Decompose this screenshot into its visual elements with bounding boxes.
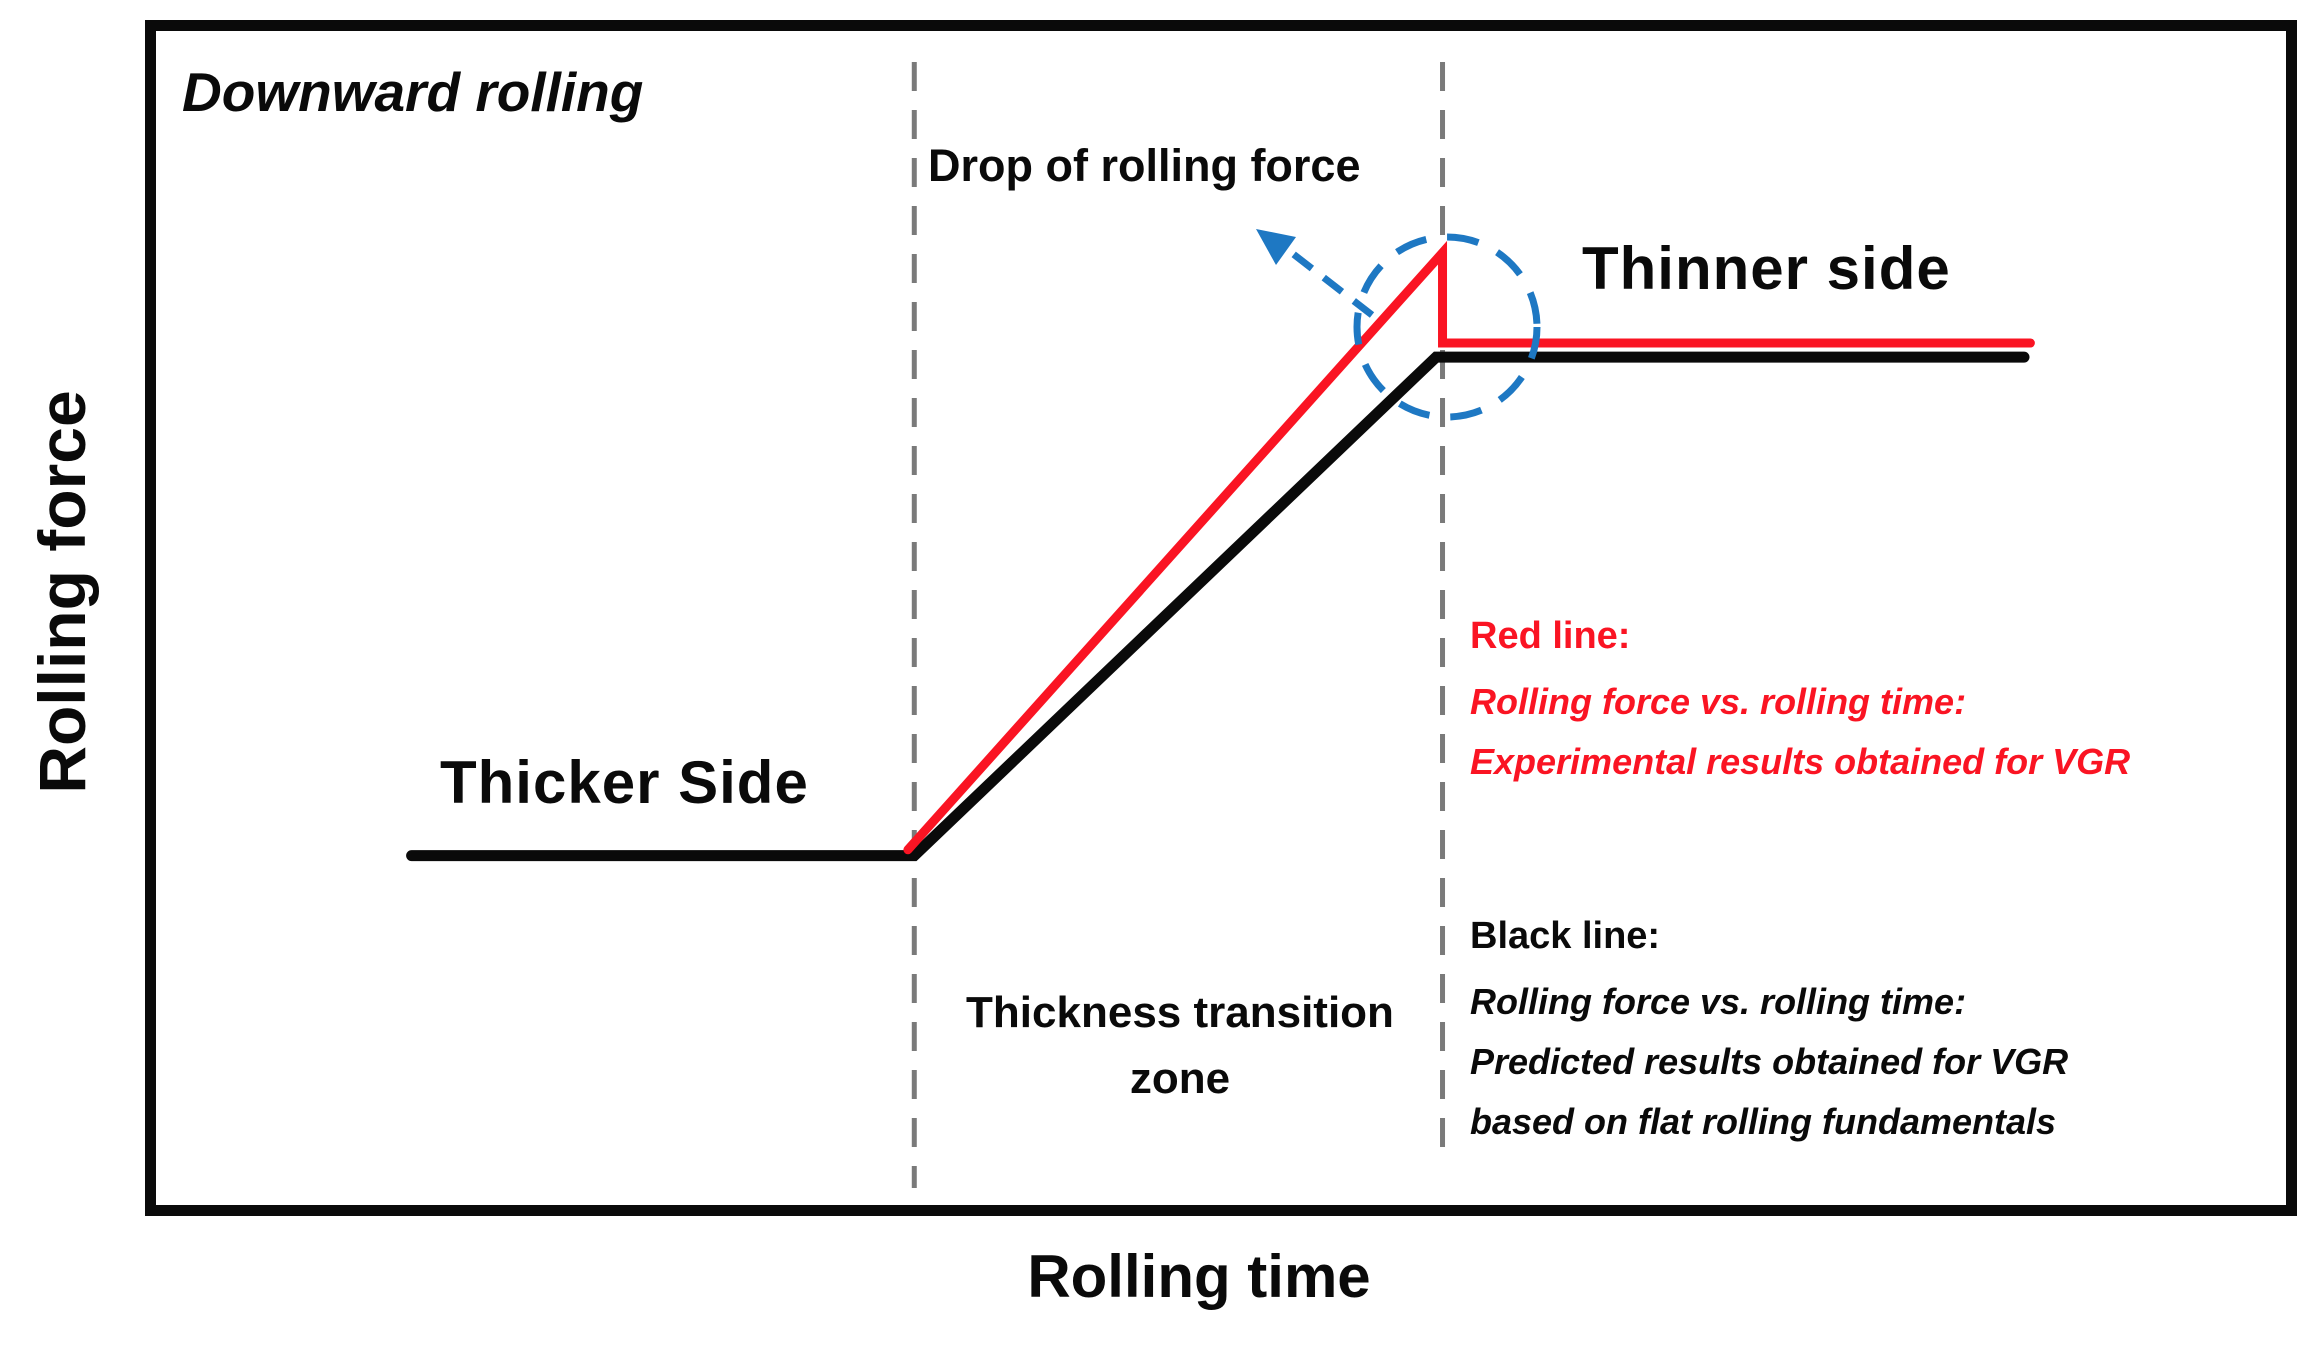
legend-red-line: Red line: Rolling force vs. rolling time… <box>1470 608 2130 792</box>
thickness-transition-zone-label: Thickness transition zone <box>915 980 1445 1112</box>
legend-black-line1: Rolling force vs. rolling time: <box>1470 981 1967 1022</box>
drop-annotation-arrow <box>1285 247 1375 318</box>
plot-border <box>145 20 2297 1216</box>
thickness-transition-zone-line2: zone <box>1129 1054 1231 1103</box>
red-line <box>903 240 2035 855</box>
legend-black-title: Black line: <box>1470 915 1661 957</box>
legend-red-line1: Rolling force vs. rolling time: <box>1470 681 1967 722</box>
black-line <box>406 351 2030 862</box>
legend-black-line: Black line: Rolling force vs. rolling ti… <box>1470 908 2068 1152</box>
legend-black-line3: based on flat rolling fundamentals <box>1470 1101 2057 1142</box>
drop-highlight-circle <box>1353 233 1541 421</box>
legend-red-line2: Experimental results obtained for VGR <box>1470 741 2131 782</box>
drop-of-rolling-force-label: Drop of rolling force <box>928 140 1361 191</box>
thicker-side-label: Thicker Side <box>440 749 809 816</box>
drop-annotation-arrowhead-icon <box>1256 229 1296 265</box>
y-axis-label: Rolling force <box>25 390 99 794</box>
condition-label: Downward rolling <box>182 61 644 123</box>
thickness-transition-zone-line1: Thickness transition <box>966 988 1394 1037</box>
legend-black-line2: Predicted results obtained for VGR <box>1470 1041 2069 1082</box>
thinner-side-label: Thinner side <box>1582 235 1951 302</box>
legend-red-title: Red line: <box>1470 615 1631 657</box>
x-axis-label: Rolling time <box>1027 1243 1371 1310</box>
